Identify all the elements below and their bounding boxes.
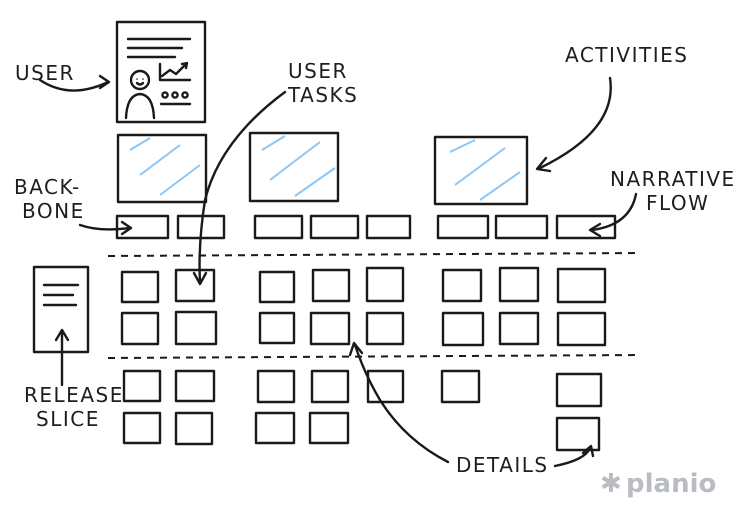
task-box — [309, 214, 360, 240]
detail-box — [441, 268, 483, 303]
detail-box — [440, 369, 481, 404]
task-box — [115, 214, 170, 240]
label-details: DETAILS — [456, 453, 549, 477]
arrow-activities — [538, 76, 612, 170]
arrow-backbone — [78, 223, 132, 231]
detail-box — [122, 411, 162, 445]
label-user-tasks: TASKS — [287, 83, 358, 107]
label-activities: ACTIVITIES — [565, 43, 688, 67]
release-divider — [107, 252, 641, 257]
detail-box — [441, 311, 485, 347]
detail-box — [308, 411, 350, 445]
label-release-slice: SLICE — [36, 407, 100, 431]
label-user-tasks: USER — [288, 59, 348, 83]
arrow-user — [38, 78, 110, 92]
task-box — [365, 214, 412, 240]
detail-box — [556, 311, 607, 347]
detail-box — [555, 372, 603, 408]
activity-box — [248, 131, 340, 203]
label-narrative-flow: FLOW — [646, 191, 709, 215]
annotation-arrows — [38, 74, 638, 468]
detail-box — [311, 268, 351, 303]
detail-box — [310, 369, 350, 404]
detail-box — [555, 416, 601, 452]
activity-boxes — [116, 131, 529, 206]
task-box — [555, 214, 617, 240]
task-box — [436, 214, 490, 240]
arrow-user-tasks — [198, 90, 287, 284]
label-release-slice: RELEASE — [24, 383, 124, 407]
task-box — [494, 214, 549, 240]
detail-box — [498, 311, 540, 346]
arrow-details — [553, 446, 592, 468]
detail-box — [256, 369, 296, 404]
backbone-task-boxes — [115, 214, 617, 240]
detail-box — [120, 270, 160, 304]
arrow-details — [353, 343, 450, 464]
planio-logo: ✱ planio — [600, 469, 716, 499]
detail-box — [366, 369, 405, 404]
label-narrative-flow: NARRATIVE — [610, 167, 735, 191]
detail-box — [498, 266, 540, 303]
detail-box — [309, 311, 351, 346]
release-2-details — [122, 369, 603, 452]
detail-box — [258, 270, 296, 304]
activity-box — [433, 135, 529, 206]
detail-box — [122, 369, 162, 403]
detail-box — [365, 266, 405, 303]
detail-box — [174, 369, 216, 403]
arrow-narrative-flow — [590, 192, 638, 232]
detail-box — [120, 311, 160, 346]
label-backbone: BONE — [22, 199, 85, 223]
release-divider — [107, 354, 641, 359]
task-box — [253, 214, 304, 240]
detail-box — [174, 310, 218, 346]
planio-asterisk-icon: ✱ — [600, 469, 622, 499]
detail-box — [258, 311, 296, 345]
label-user: USER — [15, 61, 75, 85]
planio-wordmark: planio — [626, 469, 716, 499]
detail-box — [174, 268, 216, 303]
activity-box — [116, 133, 208, 204]
label-backbone: BACK- — [14, 175, 81, 199]
labels: USER USER TASKS ACTIVITIES BACK- BONE NA… — [14, 43, 735, 477]
user-persona-card — [115, 20, 207, 124]
detail-box — [254, 411, 296, 445]
release-1-details — [120, 266, 607, 347]
detail-box — [365, 311, 405, 346]
detail-box — [556, 267, 607, 304]
detail-box — [174, 411, 214, 446]
